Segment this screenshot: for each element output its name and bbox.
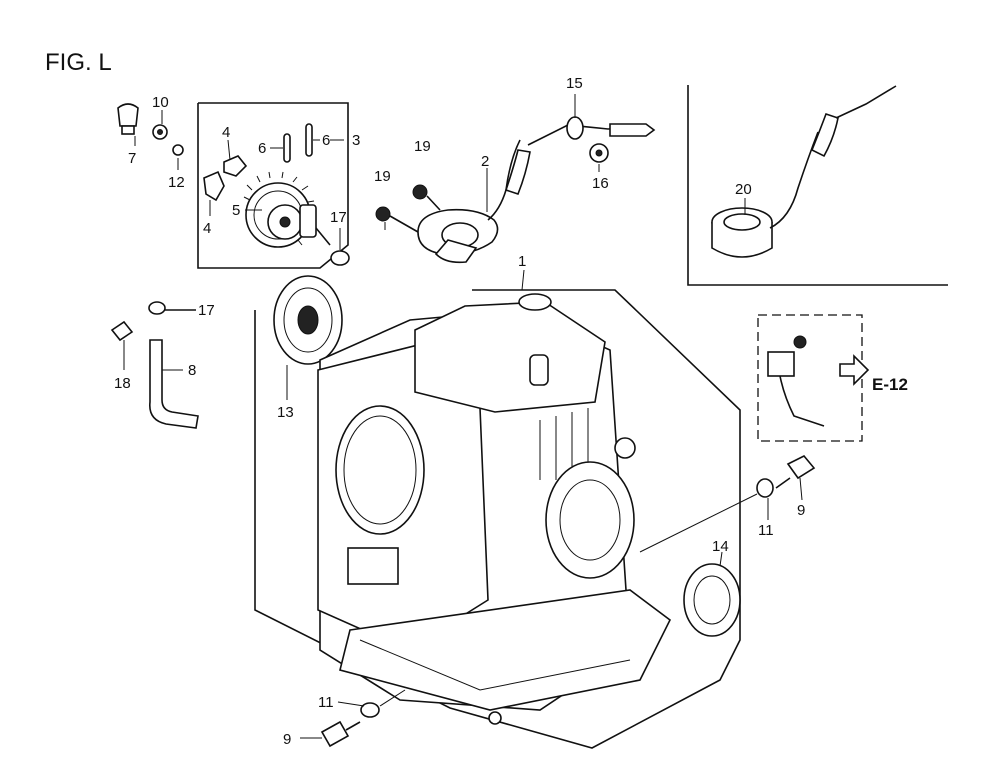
- callout-16: 16: [592, 175, 609, 192]
- nut-17-left: [148, 301, 196, 315]
- callout-19-right: 19: [414, 138, 431, 155]
- callout-12: 12: [168, 174, 185, 191]
- callout-4-lower: 4: [203, 220, 211, 237]
- reference-label: E-12: [872, 375, 908, 394]
- callout-20: 20: [735, 181, 752, 198]
- reference-arrow-icon: [839, 354, 870, 386]
- figure-title: FIG. L: [45, 49, 112, 76]
- governor-pin-left: [283, 133, 291, 163]
- washer-11-right: [639, 478, 774, 553]
- callout-19-left: 19: [374, 168, 391, 185]
- callout-11-bottom: 11: [318, 694, 334, 711]
- callout-7: 7: [128, 150, 136, 167]
- callout-9-right: 9: [797, 502, 805, 519]
- callout-3: 3: [352, 132, 360, 149]
- bolt-9-bottom: [320, 720, 361, 748]
- oil-sensor-inset: [687, 85, 948, 286]
- clip-12: [172, 144, 184, 156]
- callout-8: 8: [188, 362, 196, 379]
- callout-5: 5: [232, 202, 240, 219]
- callout-17-upper: 17: [330, 209, 347, 226]
- washer-10: [152, 124, 168, 140]
- bolt-9-right: [775, 455, 816, 489]
- callout-14: 14: [712, 538, 729, 555]
- bearing-13: [273, 275, 343, 365]
- governor-weight-upper: [223, 155, 248, 177]
- bolt-19-left: [375, 206, 419, 233]
- callout-13: 13: [277, 404, 294, 421]
- governor-holder-bolt: [117, 103, 139, 135]
- clip-18: [110, 320, 134, 342]
- callout-10: 10: [152, 94, 169, 111]
- callout-6-left: 6: [258, 140, 266, 157]
- nut-16: [589, 143, 609, 163]
- breather-tube-8: [149, 339, 199, 429]
- oil-level-switch-assembly: [417, 116, 656, 264]
- callout-4-upper: 4: [222, 124, 230, 141]
- leader-lines: [123, 94, 803, 739]
- callout-18: 18: [114, 375, 131, 392]
- callout-15: 15: [566, 75, 583, 92]
- washer-11-bottom: [360, 702, 380, 718]
- nut-17-upper: [330, 250, 350, 266]
- oil-seal-14: [683, 563, 741, 637]
- callout-1: 1: [518, 253, 526, 270]
- callout-2: 2: [481, 153, 489, 170]
- reference-box-e12: E-12: [757, 314, 908, 442]
- callout-6-right: 6: [322, 132, 330, 149]
- governor-assembly-group: [197, 102, 349, 269]
- callout-11-right: 11: [758, 522, 774, 539]
- crankcase-group: [254, 275, 741, 749]
- callout-9-bottom: 9: [283, 731, 291, 748]
- callout-17-left: 17: [198, 302, 215, 319]
- governor-weight-lower: [203, 170, 225, 202]
- governor-gear: [243, 171, 331, 248]
- bolt-19-right: [412, 184, 441, 211]
- callout-labels: 1 2 3 4 4 5 6 6 7 8 9 9 10 11 11 12 13 1…: [114, 75, 805, 748]
- governor-pin-right: [305, 123, 313, 157]
